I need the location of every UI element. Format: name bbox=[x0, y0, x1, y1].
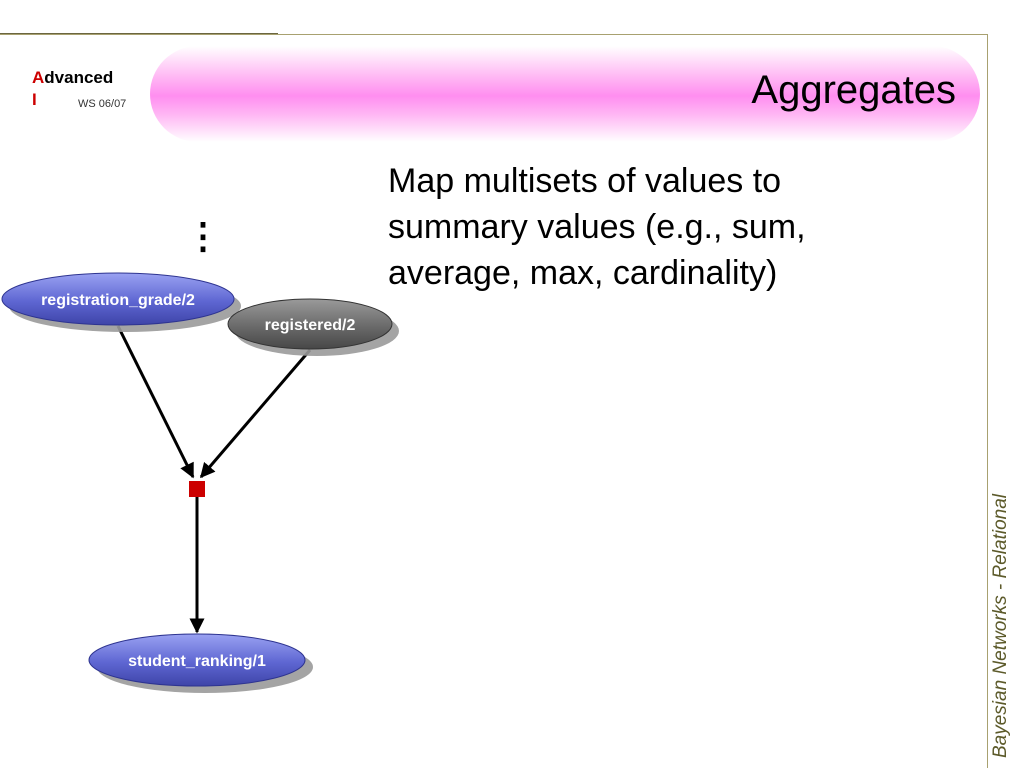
logo-line1: Advanced bbox=[32, 68, 113, 88]
node-registered[interactable]: registered/2 bbox=[227, 298, 399, 356]
node-ellipse bbox=[1, 272, 235, 326]
top-border-line bbox=[0, 34, 988, 35]
logo-line2: I bbox=[32, 90, 37, 109]
node-ellipse bbox=[88, 633, 306, 687]
node-registration-grade[interactable]: registration_grade/2 bbox=[1, 272, 241, 332]
course-logo: Advanced I WS 06/07 bbox=[32, 68, 142, 118]
node-label: registration_grade/2 bbox=[41, 292, 195, 309]
title-banner: Aggregates bbox=[150, 46, 980, 142]
semester-label: WS 06/07 bbox=[78, 98, 127, 110]
slide-title: Aggregates bbox=[751, 68, 956, 112]
node-ellipse bbox=[227, 298, 393, 350]
logo-initial: A bbox=[32, 68, 45, 87]
edge-registration-grade-to-aggregate bbox=[116, 325, 195, 479]
body-text: Map multisets of values to summary value… bbox=[388, 162, 806, 292]
node-label: student_ranking/1 bbox=[128, 653, 266, 670]
edge-registered-to-aggregate bbox=[199, 349, 312, 479]
node-label: registered/2 bbox=[265, 317, 356, 334]
logo-word: dvanced bbox=[44, 68, 114, 87]
ellipsis-icon: ⋮ bbox=[185, 215, 221, 256]
aggregate-node[interactable] bbox=[189, 481, 205, 497]
node-student-ranking[interactable]: student_ranking/1 bbox=[88, 633, 313, 693]
right-border-line bbox=[987, 34, 988, 768]
